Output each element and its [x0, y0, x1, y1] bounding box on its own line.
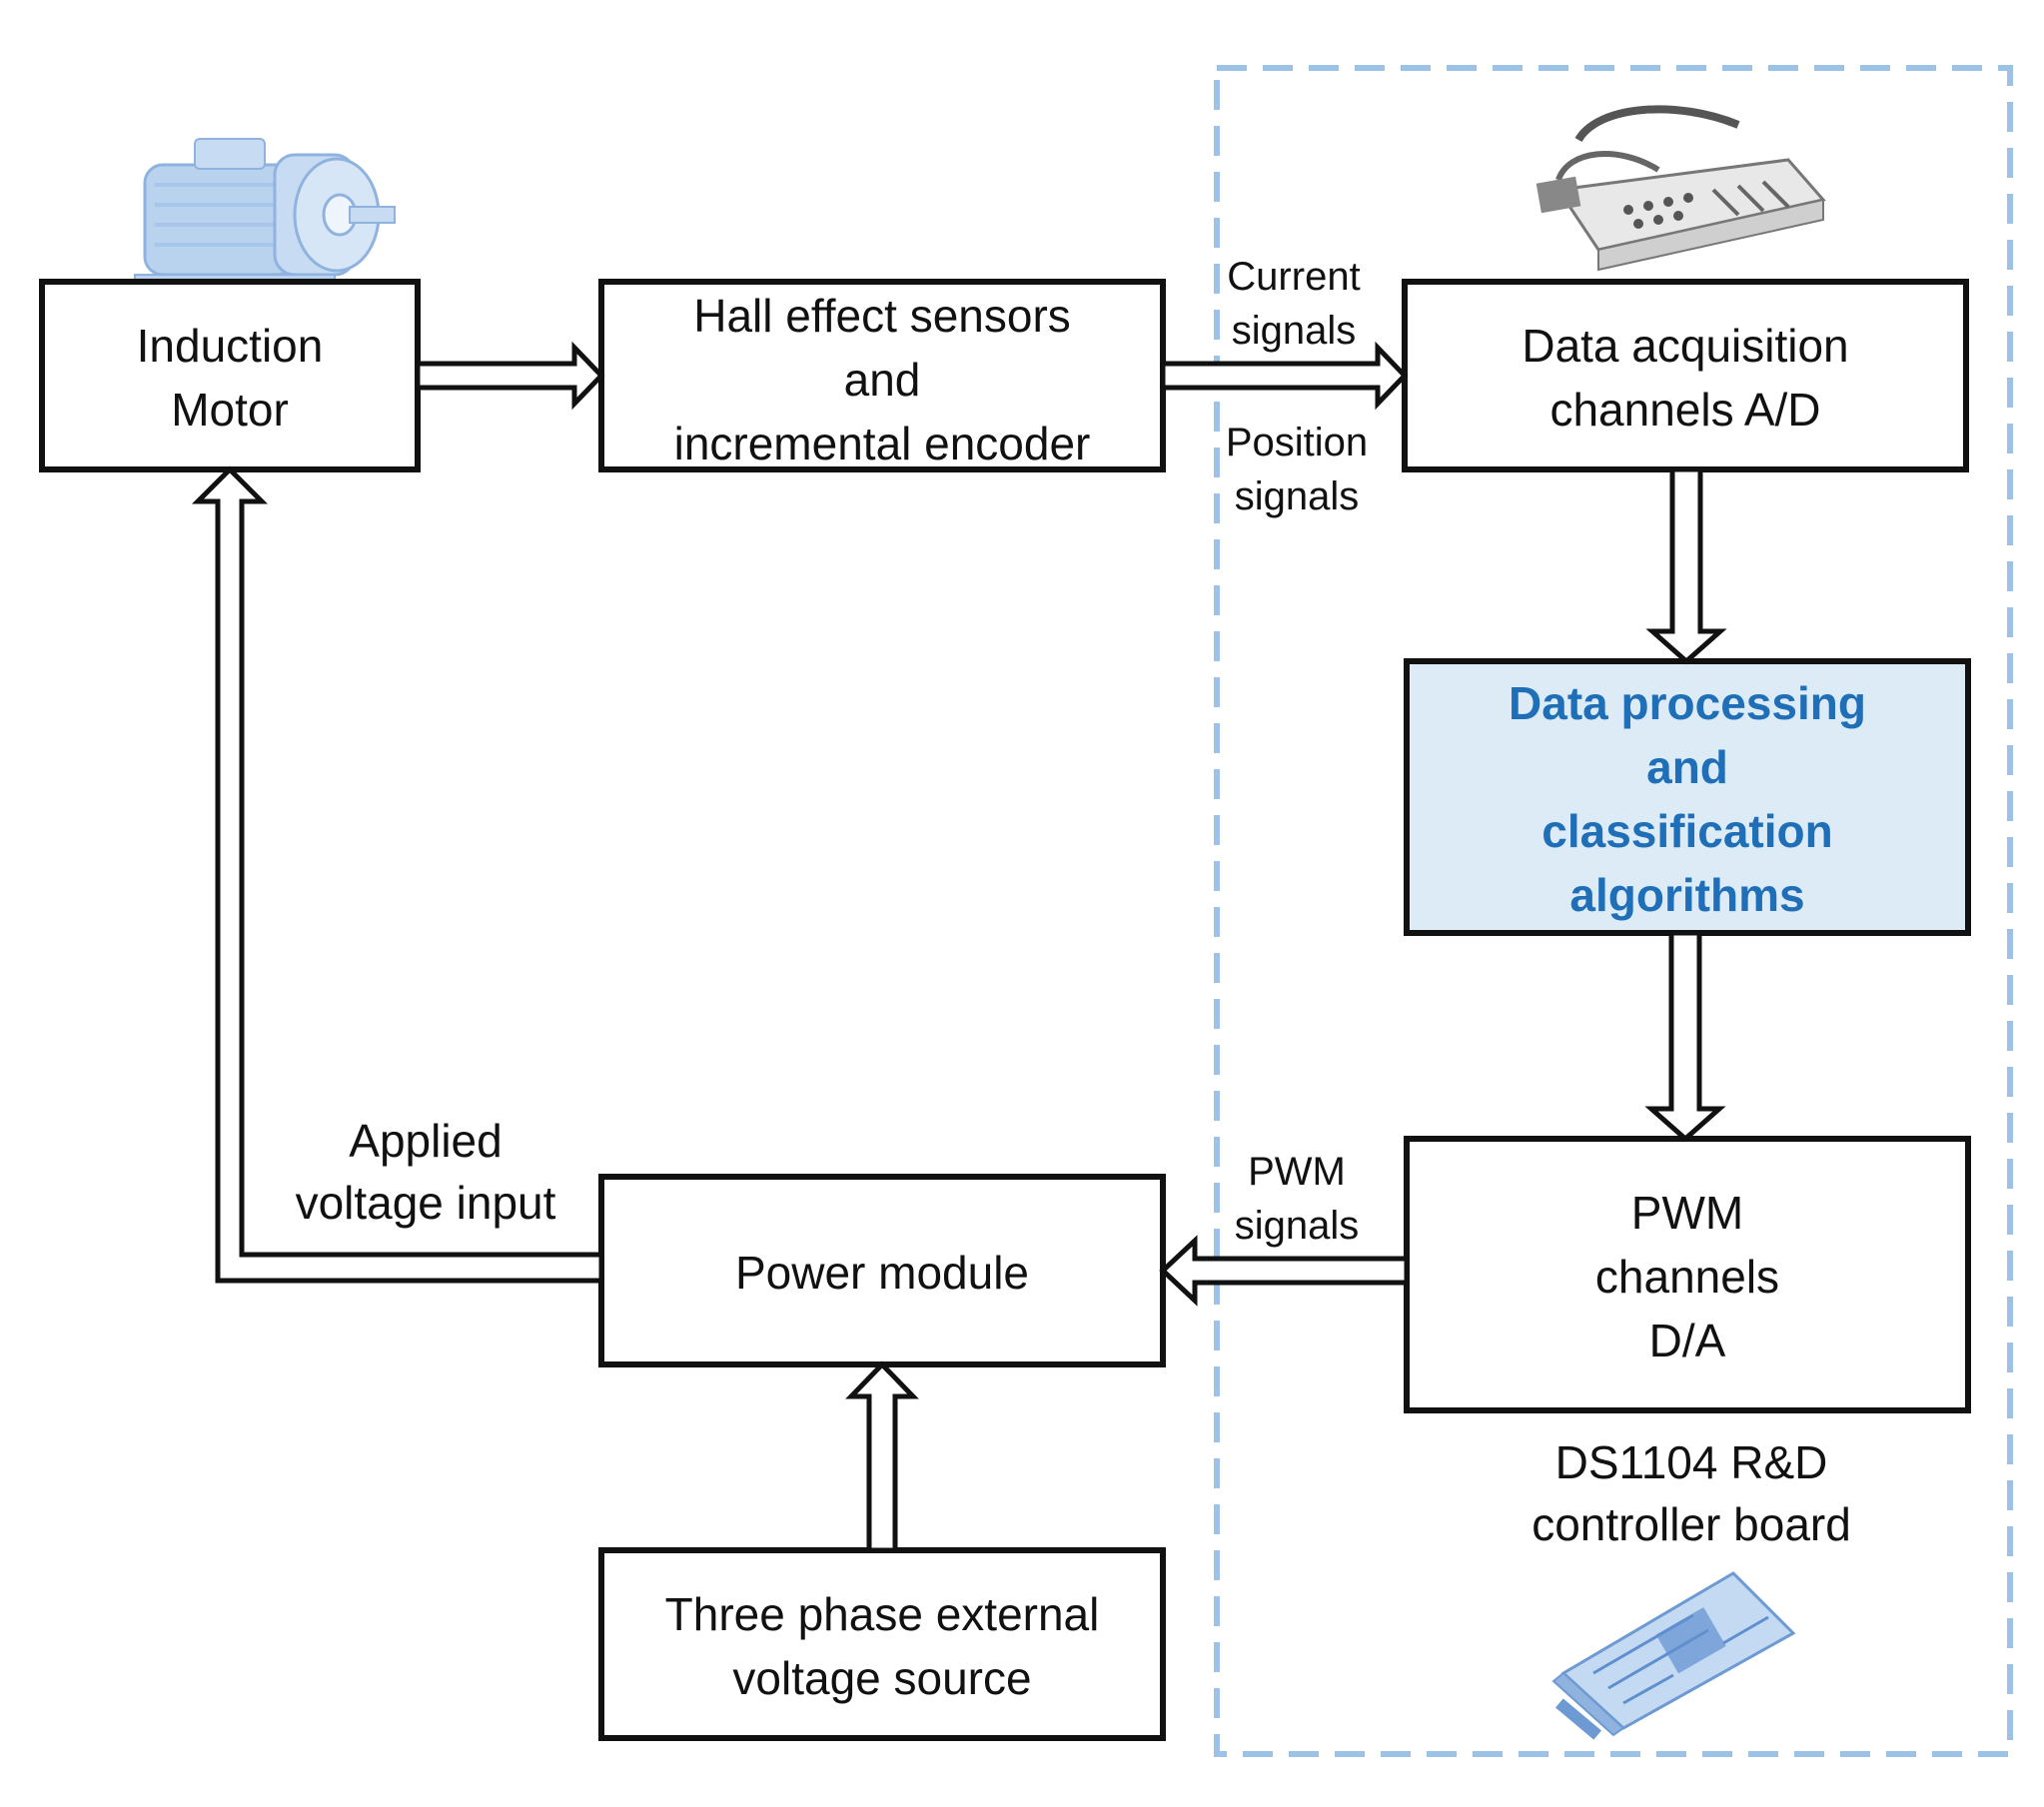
data-acquisition-line-2: channels A/D: [1549, 384, 1820, 436]
pwm-channels-line-3: D/A: [1649, 1315, 1726, 1366]
data-processing-box: Data processing and classification algor…: [1404, 658, 1971, 936]
arrow-daq-to-processing: [1645, 466, 1727, 665]
applied-voltage-label-1: Applied: [349, 1115, 502, 1167]
position-signals-label-1: Position: [1226, 421, 1368, 464]
arrow-motor-to-sensors: [415, 341, 605, 411]
data-processing-line-2: and: [1646, 741, 1728, 793]
controller-board-icon: [1551, 1571, 1796, 1740]
induction-motor-line-1: Induction: [137, 320, 324, 372]
data-acquisition-hardware-icon: [1535, 105, 1826, 272]
controller-board-label-2: controller board: [1532, 1498, 1851, 1550]
arrow-power-to-motor: [191, 465, 604, 1284]
arrow-source-to-power: [845, 1360, 919, 1553]
voltage-source-line-2: voltage source: [732, 1652, 1031, 1704]
current-signals-label-1: Current: [1227, 255, 1360, 299]
data-acquisition-box: Data acquisition channels A/D: [1402, 279, 1969, 472]
arrow-sensors-to-daq: [1160, 341, 1409, 411]
pwm-channels-line-2: channels: [1595, 1251, 1779, 1303]
voltage-source-line-1: Three phase external: [665, 1588, 1100, 1640]
current-signals-label-2: signals: [1232, 309, 1357, 353]
pwm-signals-label-1: PWM: [1248, 1150, 1346, 1194]
induction-motor-box: Induction Motor: [39, 279, 421, 472]
data-acquisition-line-1: Data acquisition: [1522, 320, 1848, 372]
data-processing-line-3: classification: [1541, 805, 1832, 857]
power-module-line-1: Power module: [735, 1247, 1029, 1299]
arrow-processing-to-pwm: [1644, 930, 1726, 1143]
hall-sensors-line-3: incremental encoder: [674, 418, 1091, 469]
arrow-pwm-to-power: [1159, 1235, 1410, 1307]
controller-board-label-1: DS1104 R&D: [1555, 1436, 1828, 1488]
voltage-source-box: Three phase external voltage source: [598, 1547, 1166, 1741]
hall-sensors-line-2: and: [844, 354, 921, 406]
hall-sensors-box: Hall effect sensors and incremental enco…: [598, 279, 1166, 472]
hall-sensors-line-1: Hall effect sensors: [693, 290, 1071, 342]
data-processing-line-1: Data processing: [1509, 677, 1866, 729]
induction-motor-line-2: Motor: [171, 384, 289, 436]
power-module-box: Power module: [598, 1174, 1166, 1367]
data-processing-line-4: algorithms: [1569, 869, 1804, 921]
controller-board-region: [1214, 65, 2013, 1757]
pwm-channels-box: PWM channels D/A: [1404, 1136, 1971, 1413]
pwm-signals-label-2: signals: [1235, 1204, 1360, 1248]
applied-voltage-label-2: voltage input: [296, 1177, 556, 1229]
pwm-channels-line-1: PWM: [1631, 1187, 1743, 1239]
position-signals-label-2: signals: [1235, 474, 1360, 518]
induction-motor-icon: [134, 138, 396, 296]
